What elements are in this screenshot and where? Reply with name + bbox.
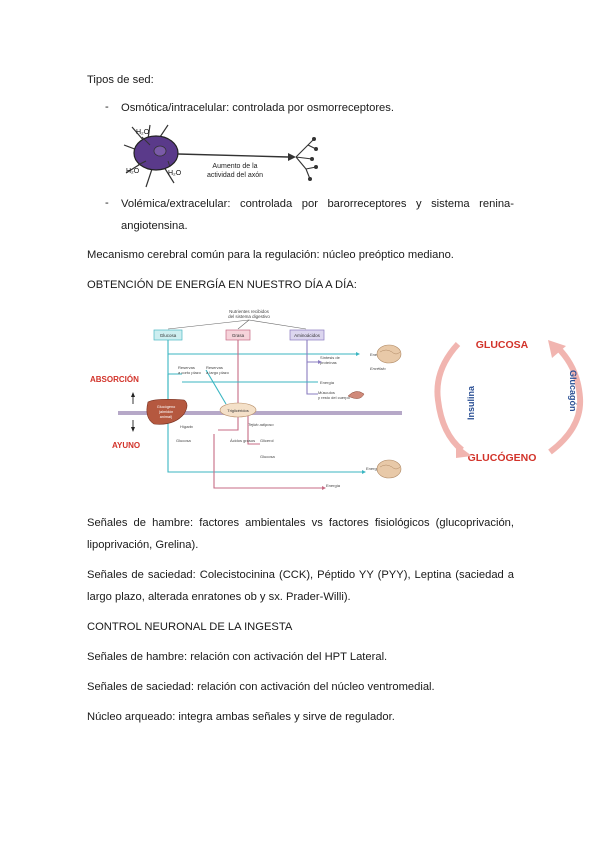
hambre-hpt-lateral: Señales de hambre: relación con activaci…	[87, 651, 388, 663]
box-glucosa: Glucosa	[160, 333, 177, 338]
senales-hambre-line2: lipoprivación, Grelina).	[87, 539, 199, 551]
bullet-volemica-line2: angiotensina.	[121, 220, 188, 232]
reservas-largo-line1: Reservas	[206, 365, 223, 370]
h2o-label-1: H₂O	[136, 129, 150, 136]
brain-icon-top	[376, 344, 402, 364]
label-energia-3: Energía	[366, 466, 381, 471]
label-glucosa-low: Glucosa	[176, 438, 191, 443]
osmoreceptor-neuron-image: H₂O H₂O H₂O Aumento de la actividad del …	[120, 121, 332, 193]
label-tejido-adiposo: Tejido adiposo	[248, 422, 274, 427]
control-neuronal-heading: CONTROL NEURONAL DE LA INGESTA	[87, 621, 293, 633]
label-encefalo: Encéfalo	[370, 366, 386, 371]
h2o-label-3: H₂O	[168, 170, 182, 177]
label-absorcion: ABSORCIÓN	[90, 375, 139, 384]
cycle-glucogeno: GLUCÓGENO	[468, 451, 537, 464]
adipose-tissue-shape	[219, 402, 257, 418]
cycle-glucagon: Glucagón	[568, 370, 578, 412]
sintesis-line1: Síntesis de	[320, 355, 341, 360]
heading-tipos-de-sed: Tipos de sed:	[87, 74, 154, 86]
musculos-line2: y resto del cuerpo	[318, 395, 351, 400]
nucleo-arqueado: Núcleo arqueado: integra ambas señales y…	[87, 711, 395, 723]
liver-shape	[146, 399, 188, 425]
diagram-top-line2: del sistema digestivo	[228, 314, 270, 319]
reservas-largo-line2: a largo plazo	[206, 370, 230, 375]
label-higado: Hígado	[180, 424, 194, 429]
label-ayuno: AYUNO	[112, 441, 140, 450]
label-energia-4: Energía	[326, 483, 341, 488]
bullet-osmotica: Osmótica/intracelular: controlada por os…	[121, 102, 394, 114]
cycle-glucosa: GLUCOSA	[476, 339, 529, 351]
label-glucosa-mid: Glucosa	[260, 454, 275, 459]
glucogeno-line3: animal)	[160, 415, 173, 419]
obtencion-energia-heading: OBTENCIÓN DE ENERGÍA EN NUESTRO DÍA A DÍ…	[87, 279, 357, 291]
bullet-volemica-line1: Volémica/extracelular: controlada por ba…	[121, 198, 514, 210]
label-energia-2: Energía	[320, 380, 335, 385]
glucogeno-line1: Glucógeno	[157, 405, 175, 409]
muscle-icon	[347, 391, 365, 399]
neuron-caption-line1: Aumento de la	[212, 163, 257, 170]
box-aminoacidos: Aminoácidos	[294, 333, 321, 338]
label-trigliceridos: Triglicéridos	[227, 408, 248, 413]
senales-saciedad-line1: Señales de saciedad: Colecistocinina (CC…	[87, 569, 514, 581]
mecanismo-cerebral: Mecanismo cerebral común para la regulac…	[87, 249, 454, 261]
musculos-line1: Músculos	[318, 390, 335, 395]
bullet-dash-1: -	[105, 101, 109, 113]
cycle-insulina: Insulina	[466, 385, 476, 420]
glucose-cycle-diagram: GLUCOSA GLUCÓGENO Insulina Glucagón	[432, 330, 592, 468]
bullet-dash-2: -	[105, 197, 109, 209]
sintesis-line2: proteínas	[320, 360, 337, 365]
glucogeno-line2: (almidón	[159, 410, 174, 414]
h2o-label-2: H₂O	[126, 168, 140, 175]
saciedad-ventromedial: Señales de saciedad: relación con activa…	[87, 681, 435, 693]
label-acidos-grasos: Ácidos grasos	[230, 438, 255, 443]
box-grasa: Grasa	[232, 333, 245, 338]
label-glicerol: Glicerol	[260, 438, 274, 443]
neuron-caption-line2: actividad del axón	[207, 172, 263, 179]
brain-icon-bottom	[376, 459, 402, 479]
reservas-corto-line2: a corto plazo	[178, 370, 202, 375]
diagram-top-line1: Nutrientes recibidos	[229, 309, 270, 314]
senales-hambre-line1: Señales de hambre: factores ambientales …	[87, 517, 514, 529]
reservas-corto-line1: Reservas	[178, 365, 195, 370]
metabolism-diagram: Nutrientes recibidos del sistema digesti…	[86, 304, 406, 496]
senales-saciedad-line2: largo plazo, alterada enratones ob y sx.…	[87, 591, 351, 603]
